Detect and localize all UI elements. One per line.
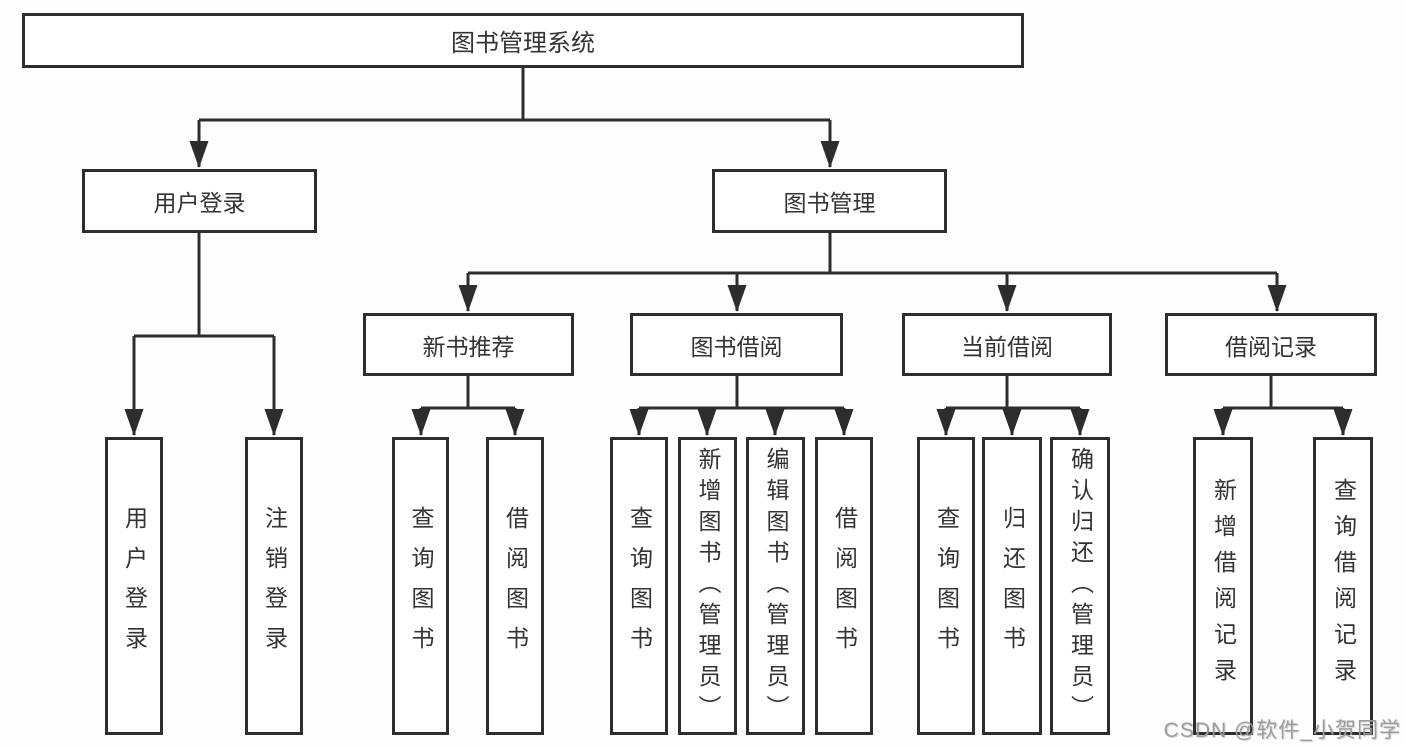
node-user-login: 用户登录 (82, 169, 317, 233)
node-root-label: 图书管理系统 (451, 30, 595, 57)
leaf-br-add-record: 新增借阅记录 (1193, 437, 1253, 735)
node-book-management-label: 图书管理 (783, 190, 876, 216)
leaf-nbr-borrow-books: 借阅图书 (486, 437, 544, 735)
node-book-borrow: 图书借阅 (630, 313, 843, 376)
leaf-bb-add-book-admin: 新增图书（管理员） (678, 437, 737, 735)
leaf-bb-query-books-label: 查询图书 (626, 506, 653, 666)
leaf-bb-borrow-books-label: 借阅图书 (831, 506, 858, 666)
leaf-logout-label: 注销登录 (261, 506, 288, 666)
leaf-cb-return-books-label: 归还图书 (999, 506, 1026, 666)
leaf-bb-add-book-admin-label: 新增图书（管理员） (695, 446, 721, 726)
leaf-nbr-query-books: 查询图书 (392, 437, 449, 735)
leaf-bb-edit-book-admin: 编辑图书（管理员） (746, 437, 805, 735)
node-user-login-label: 用户登录 (153, 190, 246, 216)
leaf-user-login: 用户登录 (105, 437, 163, 735)
node-borrow-records: 借阅记录 (1165, 313, 1377, 376)
node-book-borrow-label: 图书借阅 (690, 333, 783, 360)
node-borrow-records-label: 借阅记录 (1225, 333, 1317, 360)
leaf-br-query-record: 查询借阅记录 (1313, 437, 1373, 735)
node-current-borrow-label: 当前借阅 (961, 333, 1053, 360)
node-new-book-recommend: 新书推荐 (363, 313, 574, 376)
leaf-cb-confirm-return-admin: 确认归还（管理员） (1050, 437, 1110, 735)
leaf-nbr-borrow-books-label: 借阅图书 (502, 506, 529, 666)
node-root-system: 图书管理系统 (22, 13, 1024, 68)
csdn-watermark: CSDN @软件_小贺同学 (1163, 719, 1401, 742)
leaf-user-login-label: 用户登录 (121, 506, 148, 666)
node-current-borrow: 当前借阅 (902, 313, 1112, 376)
leaf-br-query-record-label: 查询借阅记录 (1330, 478, 1357, 694)
leaf-bb-edit-book-admin-label: 编辑图书（管理员） (763, 446, 789, 726)
node-new-book-recommend-label: 新书推荐 (422, 333, 515, 360)
leaf-cb-query-books-label: 查询图书 (933, 506, 960, 666)
leaf-logout: 注销登录 (245, 437, 303, 735)
leaf-cb-query-books: 查询图书 (917, 437, 975, 735)
leaf-cb-return-books: 归还图书 (982, 437, 1042, 735)
leaf-br-add-record-label: 新增借阅记录 (1210, 478, 1237, 694)
leaf-bb-query-books: 查询图书 (610, 437, 668, 735)
leaf-bb-borrow-books: 借阅图书 (815, 437, 873, 735)
leaf-cb-confirm-return-admin-label: 确认归还（管理员） (1067, 446, 1094, 726)
node-book-management: 图书管理 (712, 169, 947, 233)
leaf-nbr-query-books-label: 查询图书 (408, 506, 434, 666)
